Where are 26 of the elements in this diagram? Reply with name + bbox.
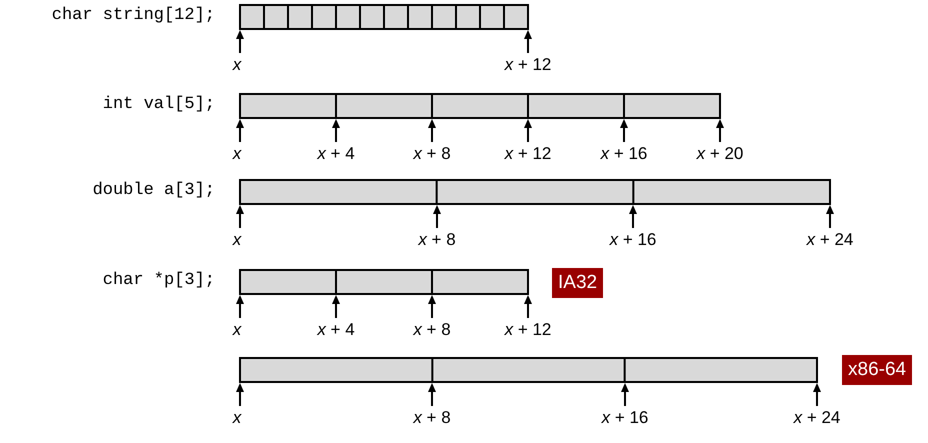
declaration-code: double a[3]; [92, 181, 215, 200]
declaration-code: char *p[3]; [102, 271, 215, 290]
address-label: x + 24 [794, 408, 840, 428]
address-label: x [232, 55, 242, 75]
architecture-tag: x86-64 [842, 355, 912, 385]
address-label: x + 8 [413, 408, 451, 428]
address-label: x + 24 [806, 230, 854, 250]
address-label: x + 4 [317, 320, 355, 340]
address-label: x [232, 230, 242, 250]
address-label: x [232, 408, 242, 428]
address-label: x + 12 [504, 320, 552, 340]
address-label: x + 20 [696, 144, 744, 164]
declaration-code: int val[5]; [102, 95, 215, 114]
address-label: x + 8 [413, 320, 451, 340]
address-label: x + 16 [610, 230, 656, 250]
declaration-code: char string[12]; [50, 6, 215, 25]
address-label: x + 4 [317, 144, 355, 164]
address-label: x + 16 [602, 408, 648, 428]
architecture-tag: IA32 [552, 268, 604, 298]
address-label: x + 12 [504, 144, 552, 164]
address-label: x [232, 144, 242, 164]
address-label: x + 8 [413, 144, 451, 164]
address-label: x + 12 [504, 55, 552, 75]
address-label: x + 8 [418, 230, 456, 250]
address-label: x + 16 [600, 144, 648, 164]
address-label: x [232, 320, 242, 340]
